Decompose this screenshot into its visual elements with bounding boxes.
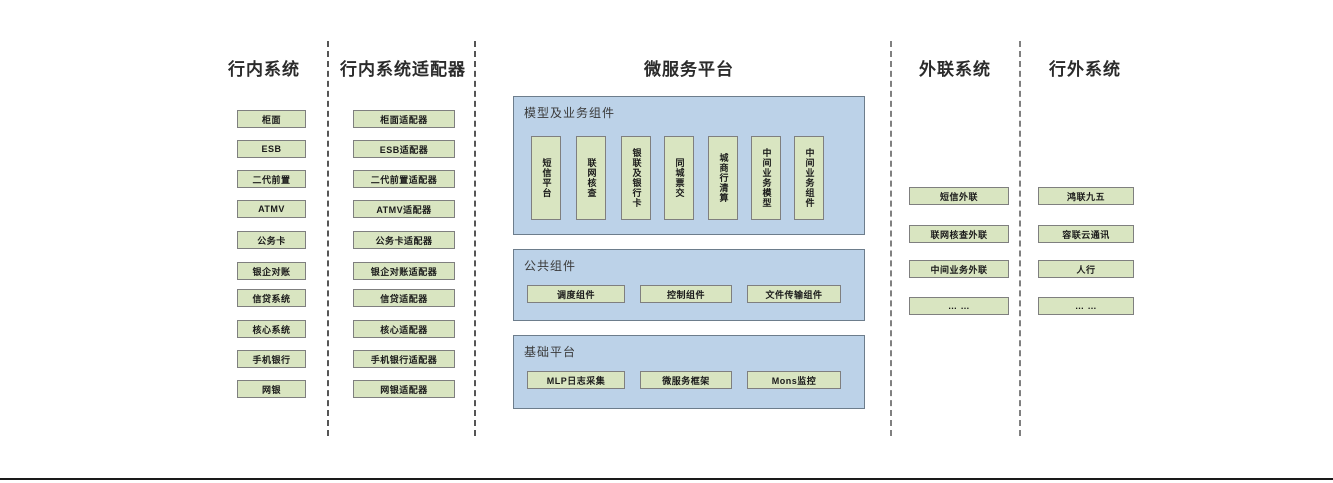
node-model-6[interactable]: 中间业务组件 — [794, 136, 824, 220]
separator-1 — [327, 41, 329, 436]
node-base-0[interactable]: MLP日志采集 — [527, 371, 625, 389]
node-public-1[interactable]: 控制组件 — [640, 285, 732, 303]
node-in-bank-6[interactable]: 信贷系统 — [237, 289, 306, 307]
node-base-2[interactable]: Mons监控 — [747, 371, 841, 389]
node-public-0[interactable]: 调度组件 — [527, 285, 625, 303]
column-title-microservice-platform: 微服务平台 — [644, 60, 734, 79]
node-adapter-3[interactable]: ATMV适配器 — [353, 200, 455, 218]
node-outbank-1[interactable]: 容联云通讯 — [1038, 225, 1134, 243]
node-adapter-7[interactable]: 核心适配器 — [353, 320, 455, 338]
node-external-0[interactable]: 短信外联 — [909, 187, 1009, 205]
node-external-1[interactable]: 联网核查外联 — [909, 225, 1009, 243]
node-in-bank-4[interactable]: 公务卡 — [237, 231, 306, 249]
column-title-in-bank-systems: 行内系统 — [228, 60, 300, 79]
node-model-2[interactable]: 银联及银行卡 — [621, 136, 651, 220]
node-model-1[interactable]: 联网核查 — [576, 136, 606, 220]
node-public-2[interactable]: 文件传输组件 — [747, 285, 841, 303]
node-outbank-3[interactable]: … … — [1038, 297, 1134, 315]
node-adapter-4[interactable]: 公务卡适配器 — [353, 231, 455, 249]
node-adapter-6[interactable]: 信贷适配器 — [353, 289, 455, 307]
node-model-0[interactable]: 短信平台 — [531, 136, 561, 220]
node-adapter-1[interactable]: ESB适配器 — [353, 140, 455, 158]
panel-title-base-platform: 基础平台 — [524, 345, 577, 359]
node-adapter-2[interactable]: 二代前置适配器 — [353, 170, 455, 188]
separator-3 — [890, 41, 892, 436]
node-in-bank-0[interactable]: 柜面 — [237, 110, 306, 128]
node-external-3[interactable]: … … — [909, 297, 1009, 315]
node-in-bank-5[interactable]: 银企对账 — [237, 262, 306, 280]
column-title-in-bank-adapters: 行内系统适配器 — [340, 60, 466, 79]
column-title-out-bank-systems: 行外系统 — [1049, 60, 1121, 79]
panel-title-model-business-components: 模型及业务组件 — [524, 106, 616, 120]
node-outbank-2[interactable]: 人行 — [1038, 260, 1134, 278]
node-external-2[interactable]: 中间业务外联 — [909, 260, 1009, 278]
node-adapter-8[interactable]: 手机银行适配器 — [353, 350, 455, 368]
node-model-4[interactable]: 城商行清算 — [708, 136, 738, 220]
bottom-divider — [0, 478, 1333, 480]
separator-2 — [474, 41, 476, 436]
node-base-1[interactable]: 微服务框架 — [640, 371, 732, 389]
node-adapter-9[interactable]: 网银适配器 — [353, 380, 455, 398]
separator-4 — [1019, 41, 1021, 436]
node-in-bank-9[interactable]: 网银 — [237, 380, 306, 398]
node-adapter-0[interactable]: 柜面适配器 — [353, 110, 455, 128]
node-in-bank-7[interactable]: 核心系统 — [237, 320, 306, 338]
panel-title-public-components: 公共组件 — [524, 259, 577, 273]
node-model-5[interactable]: 中间业务模型 — [751, 136, 781, 220]
node-in-bank-3[interactable]: ATMV — [237, 200, 306, 218]
node-model-3[interactable]: 同城票交 — [664, 136, 694, 220]
node-in-bank-1[interactable]: ESB — [237, 140, 306, 158]
node-adapter-5[interactable]: 银企对账适配器 — [353, 262, 455, 280]
node-outbank-0[interactable]: 鸿联九五 — [1038, 187, 1134, 205]
column-title-external-link-systems: 外联系统 — [919, 60, 991, 79]
node-in-bank-8[interactable]: 手机银行 — [237, 350, 306, 368]
node-in-bank-2[interactable]: 二代前置 — [237, 170, 306, 188]
